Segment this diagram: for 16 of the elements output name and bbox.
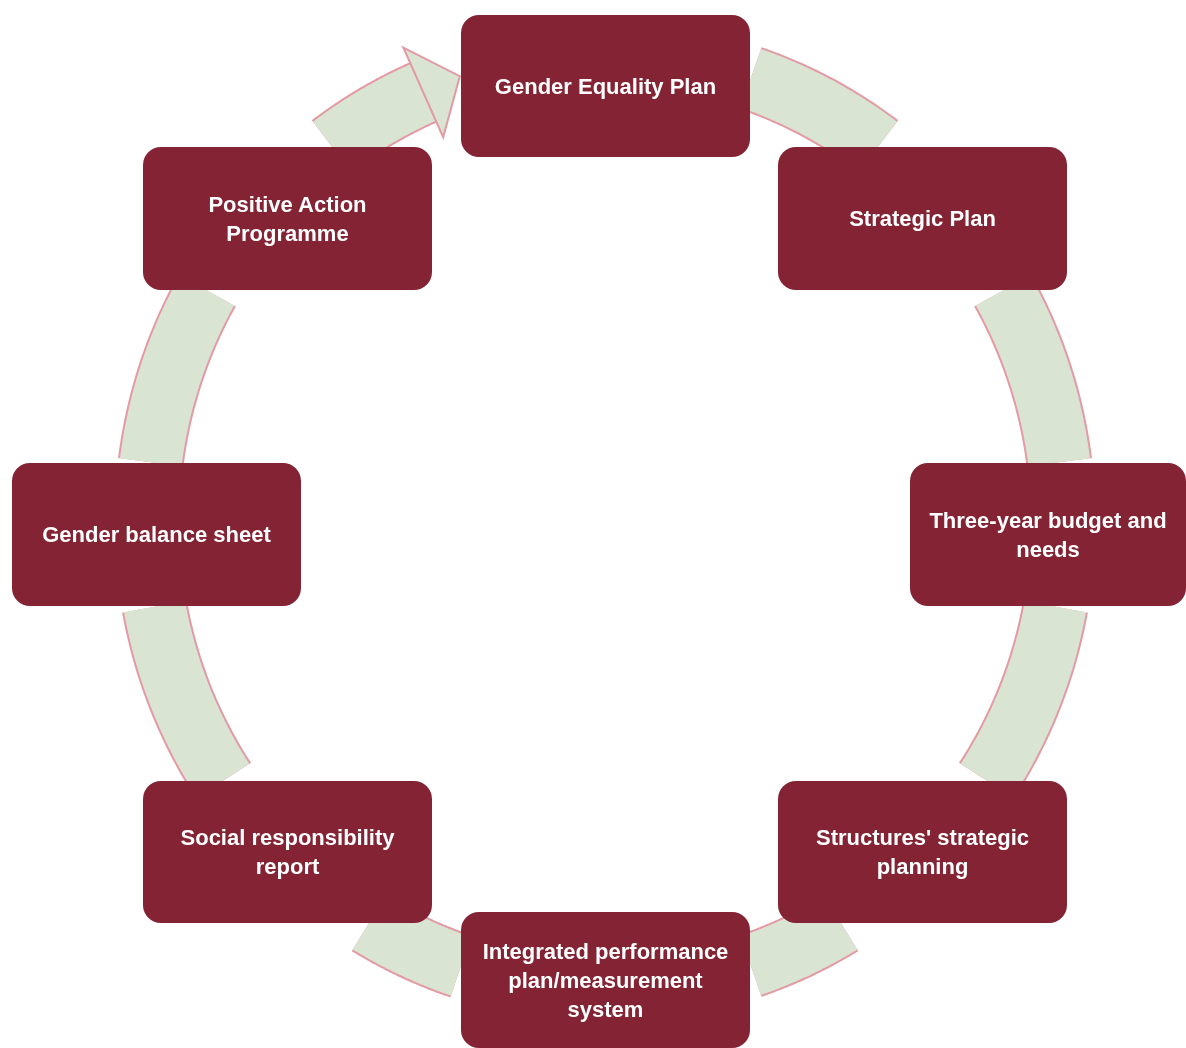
box-label: Social responsibility report — [179, 824, 396, 881]
box-label: Integrated performance plan/measurement system — [481, 937, 730, 1024]
process-box — [461, 912, 750, 1048]
process-box — [12, 463, 301, 606]
process-box — [778, 781, 1067, 923]
process-box — [778, 147, 1067, 290]
box-label: Three-year budget and needs — [928, 506, 1168, 564]
box-label: Strategic Plan — [849, 205, 996, 233]
box-label: Positive Action Programme — [207, 190, 368, 248]
box-label: Gender balance sheet — [42, 521, 271, 549]
process-box — [461, 15, 750, 157]
process-box — [143, 781, 432, 923]
process-box — [143, 147, 432, 290]
process-box — [910, 463, 1186, 606]
box-label: Structures' strategic planning — [814, 824, 1031, 881]
box-label: Gender Equality Plan — [494, 72, 717, 101]
